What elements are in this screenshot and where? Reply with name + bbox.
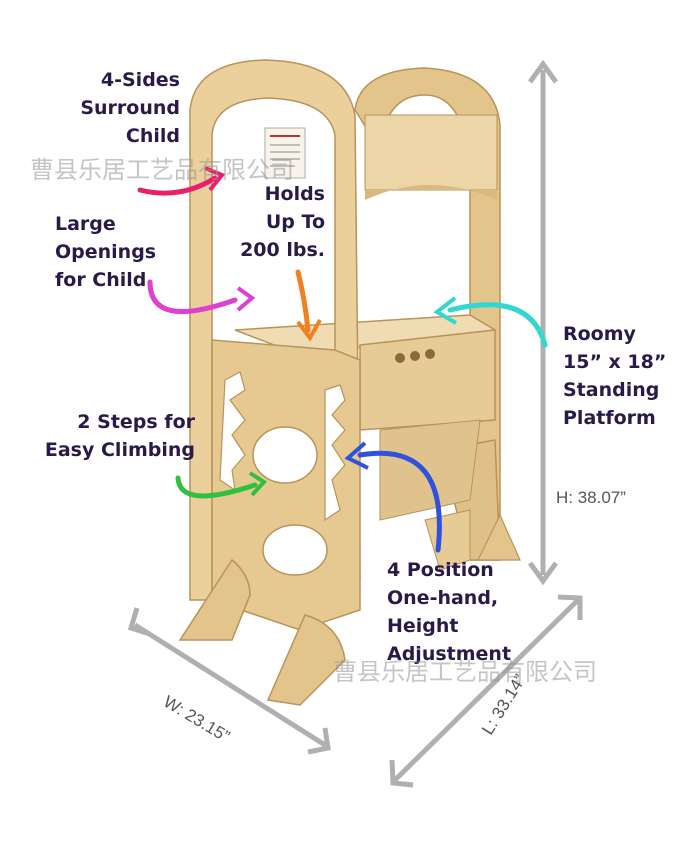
green-arrow	[175, 475, 258, 499]
red-arrow	[137, 175, 218, 196]
width-dimension-line	[127, 607, 331, 755]
blue-arrow-head	[344, 441, 369, 470]
callout-standing-platform: Roomy 15” x 18” Standing Platform	[563, 323, 667, 429]
tower-feet	[178, 513, 521, 706]
red-arrow-head	[204, 166, 226, 192]
orange-arrow-head	[296, 319, 322, 342]
watermark-bottom: 曹县乐居工艺品有限公司	[333, 658, 597, 686]
callout-height-adjustment: 4 Position One-hand, Height Adjustment	[387, 559, 512, 665]
callout-holds-weight: Holds Up To 200 lbs.	[240, 183, 325, 261]
height-dimension-label: H: 38.07”	[556, 488, 626, 507]
blue-arrow	[357, 450, 442, 553]
callout-two-steps: 2 Steps for Easy Climbing	[44, 411, 195, 461]
green-arrow-head	[248, 471, 268, 497]
height-dimension-line	[527, 59, 559, 586]
tower-side-panel	[211, 339, 361, 631]
length-dimension-line	[389, 594, 583, 788]
cyan-arrow	[447, 302, 548, 348]
callout-four-sides: 4-Sides Surround Child	[80, 69, 180, 147]
callout-large-openings: Large Openings for Child	[55, 213, 157, 291]
cyan-arrow-head	[433, 296, 458, 325]
orange-arrow	[295, 269, 311, 333]
watermark-top: 曹县乐居工艺品有限公司	[30, 156, 294, 184]
magenta-arrow-head	[236, 286, 256, 312]
magenta-arrow	[147, 279, 238, 314]
